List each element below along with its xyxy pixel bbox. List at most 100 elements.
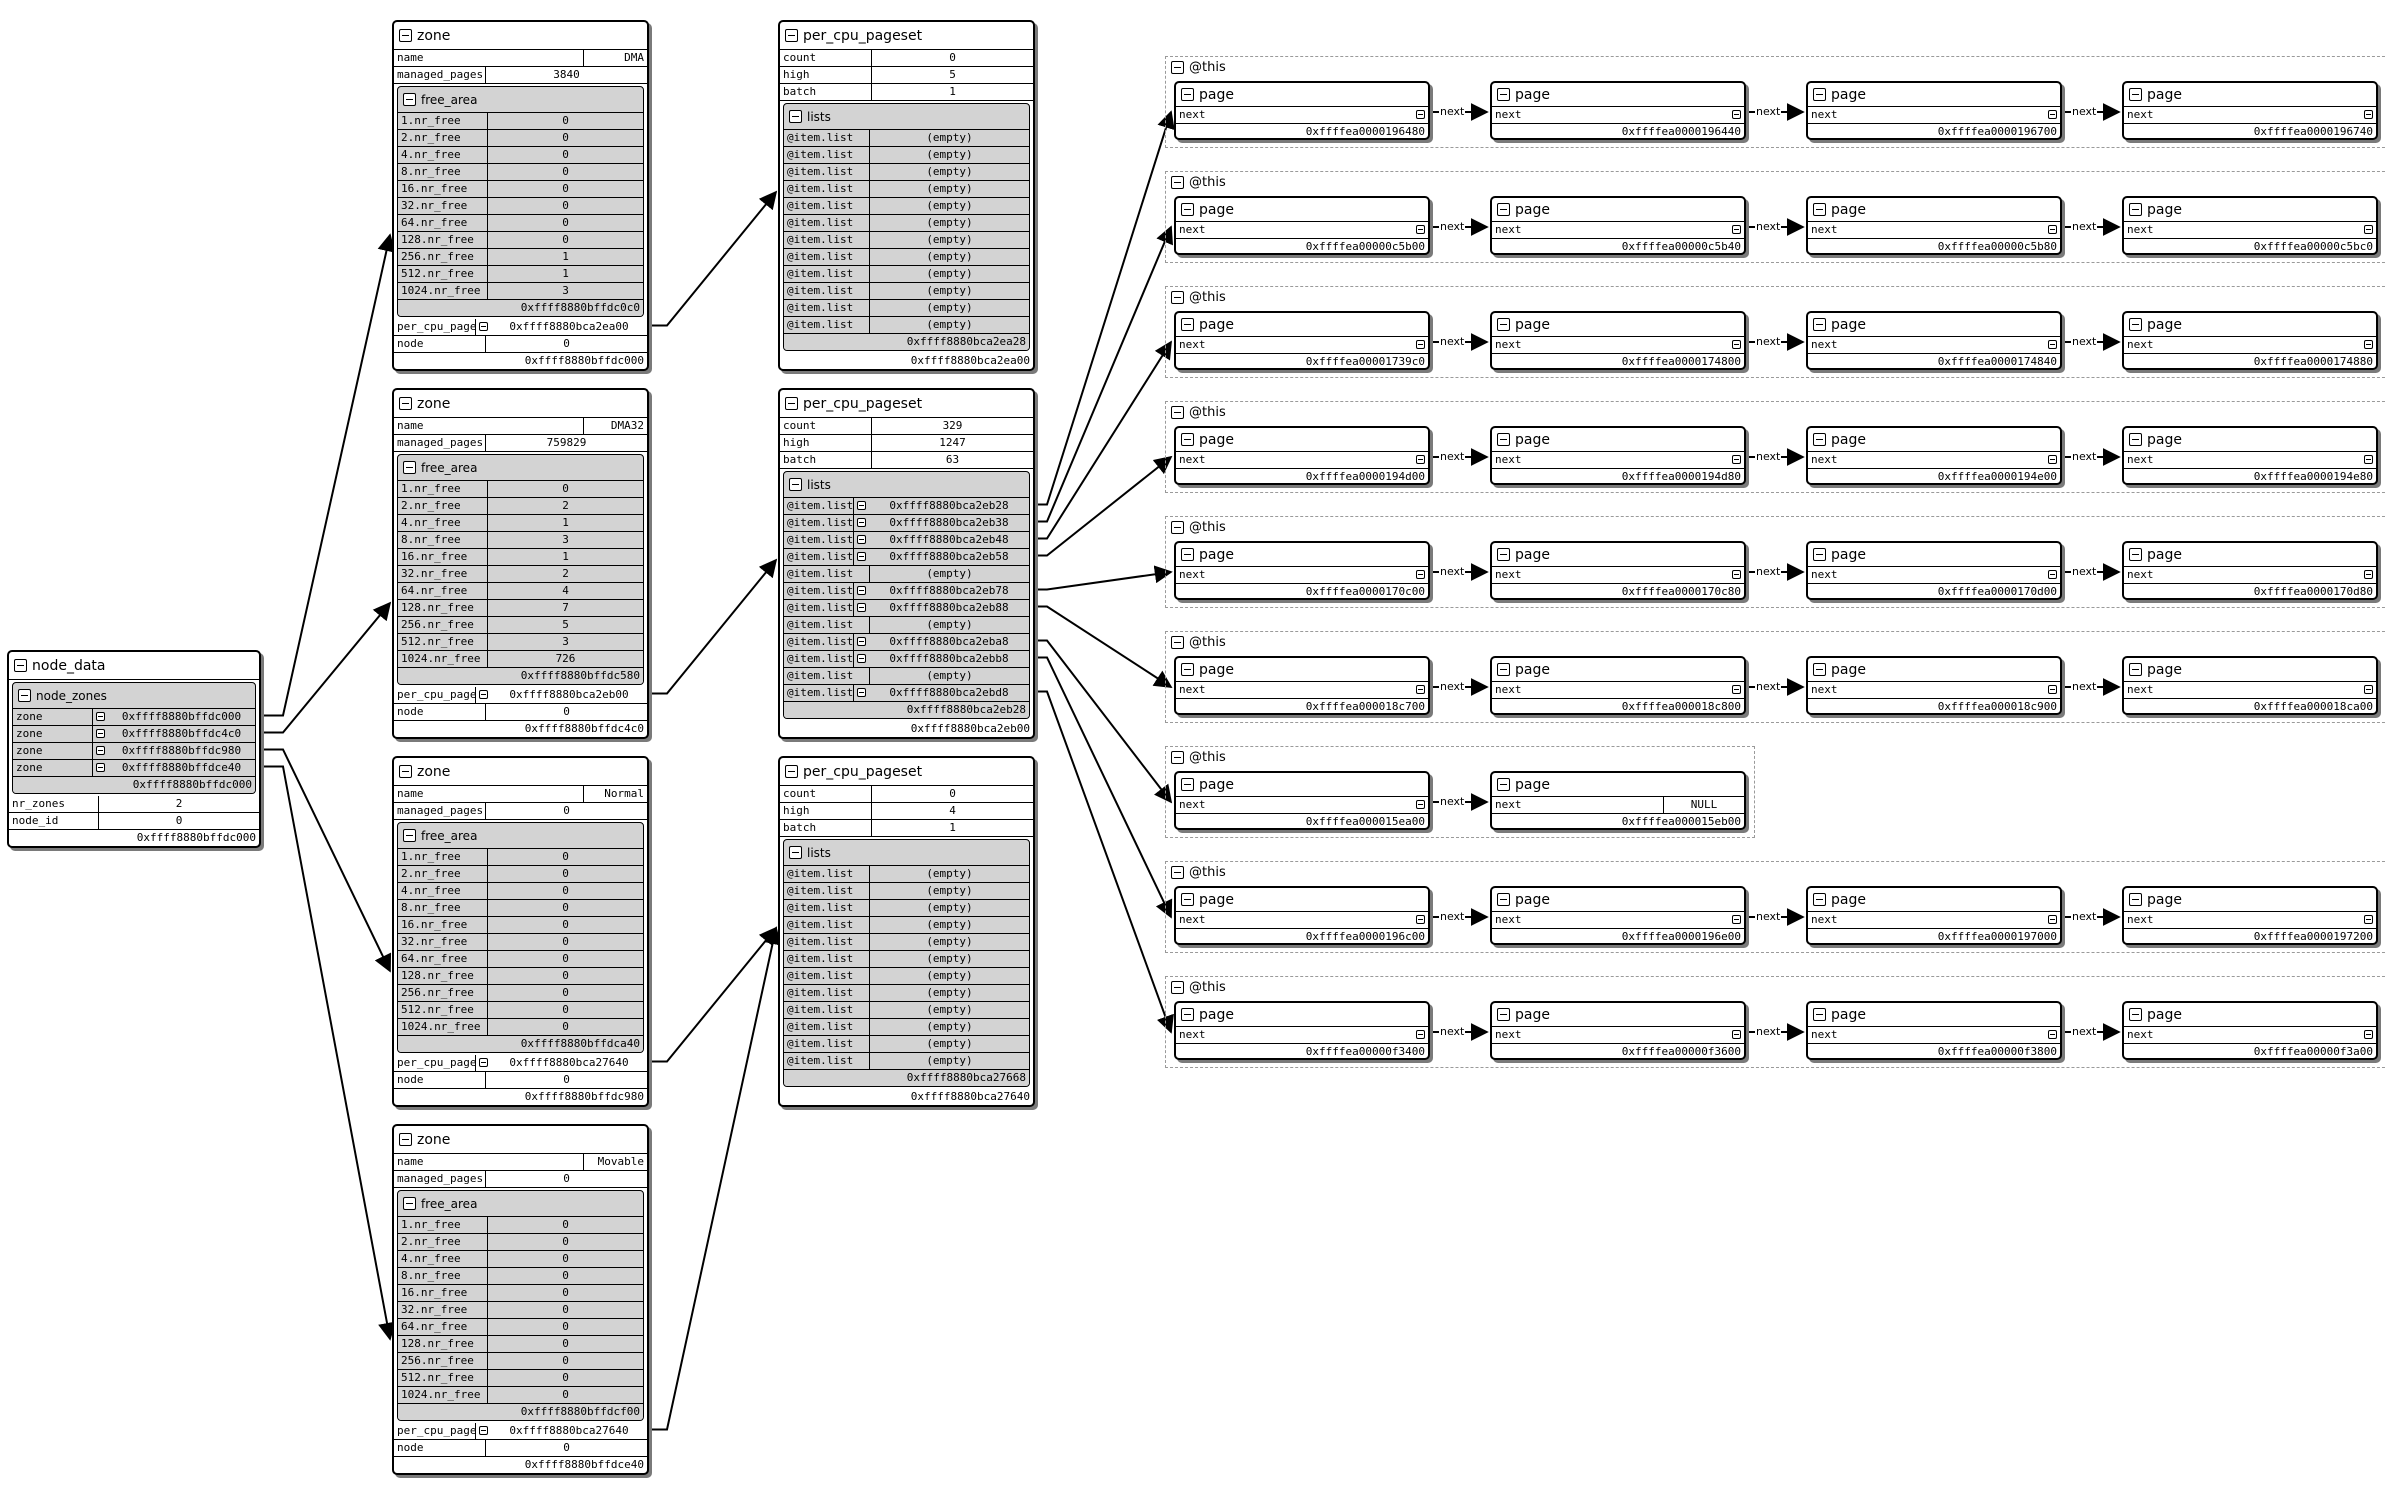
- pointer-toggle-icon[interactable]: [1732, 685, 1741, 694]
- collapse-toggle-icon[interactable]: [1171, 750, 1184, 764]
- pointer-toggle-icon[interactable]: [2364, 340, 2373, 349]
- pointer-toggle-icon[interactable]: [1732, 110, 1741, 119]
- collapse-toggle-icon[interactable]: [1497, 318, 1510, 331]
- collapse-toggle-icon[interactable]: [789, 846, 802, 859]
- pointer-toggle-icon[interactable]: [2048, 915, 2057, 924]
- collapse-toggle-icon[interactable]: [1497, 893, 1510, 906]
- collapse-toggle-icon[interactable]: [789, 478, 802, 491]
- pointer-toggle-icon[interactable]: [1416, 915, 1425, 924]
- collapse-toggle-icon[interactable]: [1497, 548, 1510, 561]
- pointer-toggle-icon[interactable]: [2048, 110, 2057, 119]
- pointer-toggle-icon[interactable]: [96, 729, 105, 738]
- collapse-toggle-icon[interactable]: [2129, 203, 2142, 216]
- collapse-toggle-icon[interactable]: [1497, 88, 1510, 101]
- collapse-toggle-icon[interactable]: [785, 397, 798, 410]
- collapse-toggle-icon[interactable]: [1813, 203, 1826, 216]
- collapse-toggle-icon[interactable]: [1813, 433, 1826, 446]
- collapse-toggle-icon[interactable]: [1813, 88, 1826, 101]
- pointer-toggle-icon[interactable]: [1416, 340, 1425, 349]
- pointer-toggle-icon[interactable]: [1732, 915, 1741, 924]
- collapse-toggle-icon[interactable]: [2129, 433, 2142, 446]
- pointer-toggle-icon[interactable]: [2048, 455, 2057, 464]
- collapse-toggle-icon[interactable]: [785, 29, 798, 42]
- collapse-toggle-icon[interactable]: [1813, 548, 1826, 561]
- collapse-toggle-icon[interactable]: [1171, 290, 1184, 304]
- pointer-toggle-icon[interactable]: [857, 535, 866, 544]
- collapse-toggle-icon[interactable]: [1181, 433, 1194, 446]
- pointer-toggle-icon[interactable]: [857, 518, 866, 527]
- collapse-toggle-icon[interactable]: [1181, 548, 1194, 561]
- pointer-toggle-icon[interactable]: [479, 690, 488, 699]
- collapse-toggle-icon[interactable]: [789, 110, 802, 123]
- collapse-toggle-icon[interactable]: [1171, 405, 1184, 419]
- collapse-toggle-icon[interactable]: [2129, 548, 2142, 561]
- collapse-toggle-icon[interactable]: [1497, 203, 1510, 216]
- pointer-toggle-icon[interactable]: [2364, 570, 2373, 579]
- collapse-toggle-icon[interactable]: [2129, 88, 2142, 101]
- collapse-toggle-icon[interactable]: [1813, 318, 1826, 331]
- collapse-toggle-icon[interactable]: [1181, 203, 1194, 216]
- pointer-toggle-icon[interactable]: [96, 746, 105, 755]
- pointer-toggle-icon[interactable]: [1732, 1030, 1741, 1039]
- collapse-toggle-icon[interactable]: [1497, 433, 1510, 446]
- pointer-toggle-icon[interactable]: [857, 688, 866, 697]
- pointer-toggle-icon[interactable]: [96, 712, 105, 721]
- collapse-toggle-icon[interactable]: [1171, 60, 1184, 74]
- pointer-toggle-icon[interactable]: [2048, 1030, 2057, 1039]
- pointer-toggle-icon[interactable]: [1416, 570, 1425, 579]
- pointer-toggle-icon[interactable]: [1732, 570, 1741, 579]
- pointer-toggle-icon[interactable]: [96, 763, 105, 772]
- pointer-toggle-icon[interactable]: [1732, 455, 1741, 464]
- pointer-toggle-icon[interactable]: [2048, 225, 2057, 234]
- pointer-toggle-icon[interactable]: [2364, 1030, 2373, 1039]
- collapse-toggle-icon[interactable]: [14, 659, 27, 672]
- collapse-toggle-icon[interactable]: [1181, 1008, 1194, 1021]
- collapse-toggle-icon[interactable]: [403, 93, 416, 106]
- pointer-toggle-icon[interactable]: [857, 637, 866, 646]
- pointer-toggle-icon[interactable]: [1732, 340, 1741, 349]
- pointer-toggle-icon[interactable]: [857, 603, 866, 612]
- pointer-toggle-icon[interactable]: [1416, 110, 1425, 119]
- collapse-toggle-icon[interactable]: [1813, 1008, 1826, 1021]
- collapse-toggle-icon[interactable]: [2129, 318, 2142, 331]
- collapse-toggle-icon[interactable]: [1181, 318, 1194, 331]
- pointer-toggle-icon[interactable]: [479, 1426, 488, 1435]
- pointer-toggle-icon[interactable]: [1732, 225, 1741, 234]
- pointer-toggle-icon[interactable]: [857, 552, 866, 561]
- collapse-toggle-icon[interactable]: [1171, 865, 1184, 879]
- collapse-toggle-icon[interactable]: [399, 397, 412, 410]
- collapse-toggle-icon[interactable]: [1171, 520, 1184, 534]
- pointer-toggle-icon[interactable]: [479, 1058, 488, 1067]
- pointer-toggle-icon[interactable]: [857, 654, 866, 663]
- pointer-toggle-icon[interactable]: [2364, 685, 2373, 694]
- pointer-toggle-icon[interactable]: [2364, 455, 2373, 464]
- pointer-toggle-icon[interactable]: [857, 586, 866, 595]
- collapse-toggle-icon[interactable]: [399, 765, 412, 778]
- collapse-toggle-icon[interactable]: [2129, 893, 2142, 906]
- pointer-toggle-icon[interactable]: [1416, 800, 1425, 809]
- pointer-toggle-icon[interactable]: [1416, 685, 1425, 694]
- collapse-toggle-icon[interactable]: [1181, 88, 1194, 101]
- collapse-toggle-icon[interactable]: [403, 461, 416, 474]
- collapse-toggle-icon[interactable]: [1497, 778, 1510, 791]
- collapse-toggle-icon[interactable]: [403, 829, 416, 842]
- pointer-toggle-icon[interactable]: [2048, 685, 2057, 694]
- collapse-toggle-icon[interactable]: [1171, 980, 1184, 994]
- pointer-toggle-icon[interactable]: [857, 501, 866, 510]
- pointer-toggle-icon[interactable]: [2364, 915, 2373, 924]
- pointer-toggle-icon[interactable]: [2364, 110, 2373, 119]
- collapse-toggle-icon[interactable]: [1497, 1008, 1510, 1021]
- pointer-toggle-icon[interactable]: [1416, 1030, 1425, 1039]
- collapse-toggle-icon[interactable]: [1813, 893, 1826, 906]
- pointer-toggle-icon[interactable]: [2364, 225, 2373, 234]
- pointer-toggle-icon[interactable]: [2048, 340, 2057, 349]
- pointer-toggle-icon[interactable]: [479, 322, 488, 331]
- collapse-toggle-icon[interactable]: [399, 1133, 412, 1146]
- collapse-toggle-icon[interactable]: [1181, 778, 1194, 791]
- collapse-toggle-icon[interactable]: [399, 29, 412, 42]
- collapse-toggle-icon[interactable]: [1181, 663, 1194, 676]
- collapse-toggle-icon[interactable]: [2129, 663, 2142, 676]
- collapse-toggle-icon[interactable]: [1181, 893, 1194, 906]
- collapse-toggle-icon[interactable]: [1171, 175, 1184, 189]
- collapse-toggle-icon[interactable]: [2129, 1008, 2142, 1021]
